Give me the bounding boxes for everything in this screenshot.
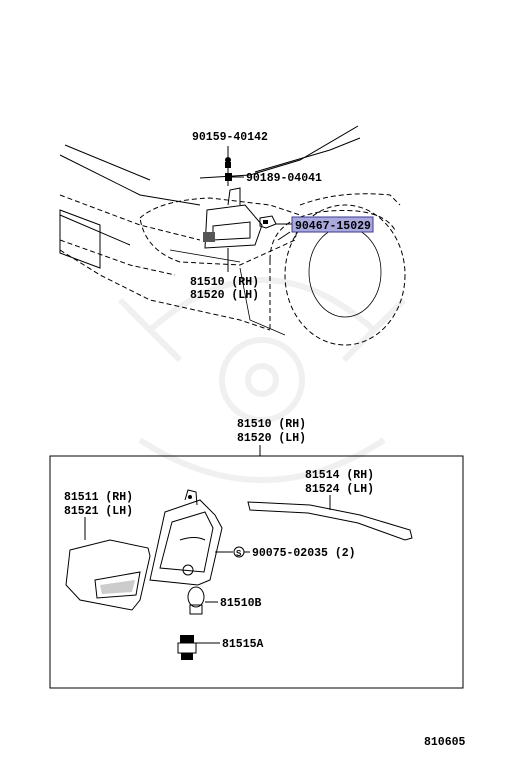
label-screw-s: 90075-02035 (2) bbox=[252, 547, 356, 560]
exploded-view-frame bbox=[49, 455, 464, 689]
label-nut: 90189-04041 bbox=[246, 172, 322, 185]
lens-shape bbox=[65, 539, 151, 611]
gasket-shape bbox=[247, 501, 413, 541]
label-gasket-rh: 81514 (RH) bbox=[305, 469, 374, 482]
nut-icon bbox=[225, 173, 244, 181]
label-lens-lh: 81521 (LH) bbox=[64, 505, 133, 518]
socket-icon bbox=[177, 635, 220, 660]
screw-marker-letter: S bbox=[236, 549, 242, 558]
screw-icon bbox=[225, 146, 231, 186]
label-gasket-lh: 81524 (LH) bbox=[305, 483, 374, 496]
label-assy-rh-box: 81510 (RH) bbox=[237, 418, 306, 431]
clip-icon bbox=[259, 215, 292, 241]
highlight-box[interactable] bbox=[291, 216, 374, 233]
housing-shape bbox=[149, 489, 223, 586]
label-screw-top: 90159-40142 bbox=[192, 131, 268, 144]
label-bulb: 81510B bbox=[220, 597, 262, 610]
label-assy-rh-top: 81510 (RH) bbox=[190, 276, 259, 289]
diagram-code: 810605 bbox=[424, 736, 466, 749]
label-socket: 81515A bbox=[222, 638, 264, 651]
label-assy-lh-box: 81520 (LH) bbox=[237, 432, 306, 445]
label-clip-highlight[interactable]: 90467-15029 bbox=[295, 220, 371, 233]
label-lens-rh: 81511 (RH) bbox=[64, 491, 133, 504]
watermark-emblem bbox=[117, 277, 407, 483]
label-assy-lh-top: 81520 (LH) bbox=[190, 289, 259, 302]
bulb-icon bbox=[187, 586, 218, 615]
corner-lamp-installed bbox=[203, 187, 263, 249]
